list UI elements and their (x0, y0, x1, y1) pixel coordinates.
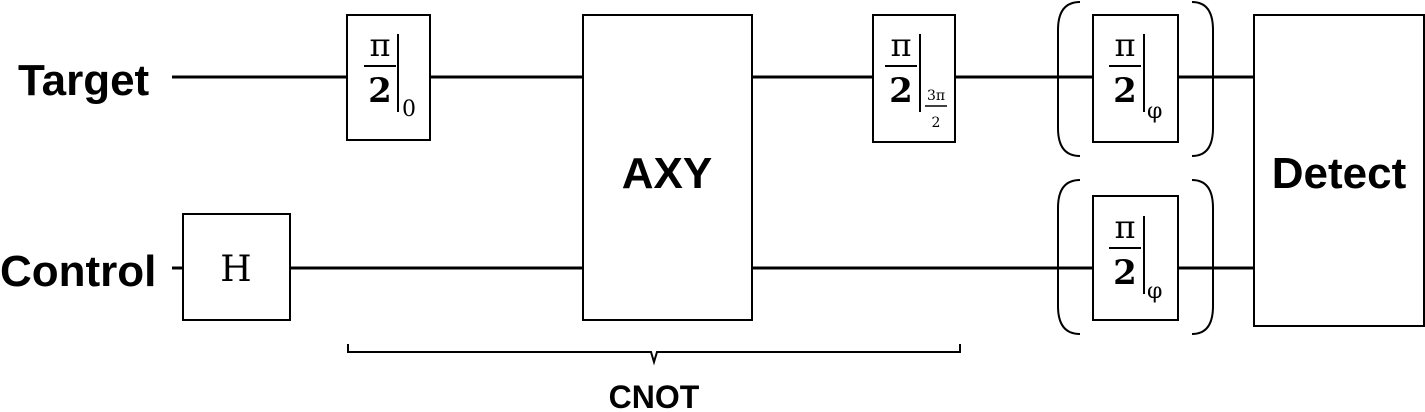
control-label: Control (0, 247, 156, 296)
pulse-3-numerator: π (1114, 26, 1135, 64)
open-paren (1057, 1, 1081, 157)
axy-gate: AXY (582, 14, 753, 321)
pulse-1-phase: 0 (402, 97, 416, 122)
control-pulse-denominator: 2 (1113, 253, 1137, 293)
pulse-3-phase: φ (1147, 99, 1162, 124)
control-pulse-numerator: π (1114, 208, 1135, 246)
hadamard-label: H (220, 249, 251, 290)
close-paren (1191, 1, 1214, 157)
pulse-3-denominator: 2 (1113, 71, 1137, 111)
cnot-label: CNOT (609, 379, 700, 412)
pulse-2-numerator: π (890, 26, 911, 64)
axy-label: AXY (622, 149, 712, 198)
pulse-1-numerator: π (369, 26, 390, 64)
cnot-brace: CNOT (347, 344, 961, 412)
target-pulse-gate-1: π 2 0 (346, 14, 431, 141)
target-label: Target (18, 56, 150, 105)
target-pulse-gate-3: π 2 φ (1057, 1, 1214, 157)
detect-label: Detect (1272, 149, 1407, 198)
open-paren (1057, 179, 1081, 335)
pulse-2-phase-numerator: 3π (927, 88, 945, 104)
pulse-2-denominator: 2 (889, 71, 913, 111)
control-pulse-phase: φ (1147, 279, 1162, 304)
hadamard-gate: H (182, 213, 291, 321)
target-pulse-gate-2: π 2 3π 2 (872, 14, 956, 143)
pulse-2-phase-denominator: 2 (932, 115, 941, 131)
control-pulse-gate: π 2 φ (1057, 179, 1214, 335)
detect-gate: Detect (1253, 14, 1425, 327)
pulse-1-denominator: 2 (368, 71, 392, 111)
close-paren (1191, 179, 1214, 335)
